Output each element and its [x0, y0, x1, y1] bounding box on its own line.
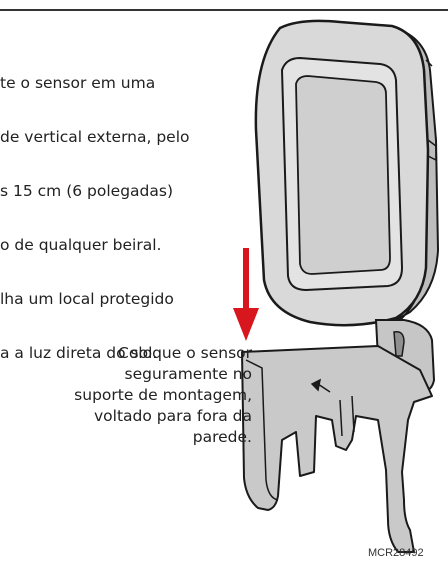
- bracket-slot: [339, 399, 343, 437]
- bracket-lip: [245, 359, 279, 501]
- mounting-bracket: [241, 345, 433, 553]
- instruction-bottom-line: suporte de montagem,: [74, 386, 252, 404]
- instruction-text-top: te o sensor em uma de vertical externa, …: [0, 38, 260, 380]
- instruction-bottom-line: Coloque o sensor: [118, 344, 252, 362]
- bracket-slot: [351, 395, 355, 433]
- instruction-top-line: lha um local protegido: [0, 290, 174, 308]
- arrow-head: [233, 308, 259, 341]
- top-rule: [0, 9, 448, 11]
- instruction-top-line: s 15 cm (6 polegadas): [0, 182, 173, 200]
- instruction-top-line: o de qualquer beiral.: [0, 236, 162, 254]
- sensor-window: [295, 75, 391, 275]
- figure-code: MCR28492: [368, 547, 424, 559]
- instruction-bottom-line: voltado para fora da: [94, 407, 252, 425]
- instruction-bottom-line: parede.: [192, 428, 252, 446]
- instruction-bottom-line: seguramente no: [124, 365, 252, 383]
- arrow-shaft: [243, 248, 249, 312]
- bracket-keyhole: [393, 330, 405, 357]
- sensor-side-notch: [425, 59, 433, 67]
- instruction-text-bottom: Coloque o sensor seguramente no suporte …: [12, 343, 252, 448]
- bracket-arrow-icon: [310, 378, 331, 393]
- instruction-top-line: de vertical externa, pelo: [0, 128, 190, 146]
- instruction-top-line: te o sensor em uma: [0, 74, 156, 92]
- instruction-top-line: a a luz direta do sol.: [0, 344, 158, 362]
- sensor-side-notch: [427, 139, 437, 162]
